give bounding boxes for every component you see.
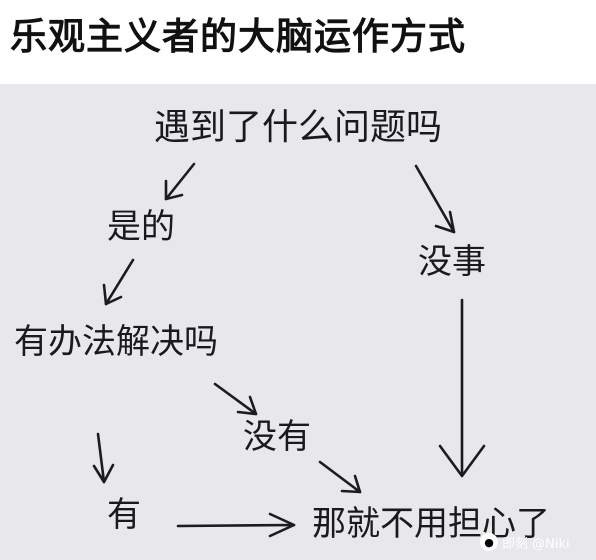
node-question: 遇到了什么问题吗 xyxy=(154,107,443,148)
arrow-have-way-to-no-worry xyxy=(176,512,296,538)
node-no-way: 没有 xyxy=(243,417,311,457)
jike-logo-icon: ● xyxy=(480,533,498,551)
arrow-question-to-yes xyxy=(164,162,196,201)
node-no-problem: 没事 xyxy=(418,242,486,282)
watermark: ● 即刻 @Niki xyxy=(480,530,570,554)
watermark-text: 即刻 @Niki xyxy=(502,536,570,552)
arrow-yes-to-can-solve xyxy=(102,258,135,306)
flowchart-panel xyxy=(0,84,596,560)
title-bar: 乐观主义者的大脑运作方式 xyxy=(0,0,596,84)
arrow-can-solve-to-have-way xyxy=(92,432,115,484)
node-can-solve: 有办法解决吗 xyxy=(14,322,218,362)
arrow-question-to-no-problem xyxy=(414,164,456,234)
page-title: 乐观主义者的大脑运作方式 xyxy=(10,15,466,58)
arrow-no-way-to-no-worry xyxy=(318,460,362,494)
node-yes: 是的 xyxy=(107,207,175,247)
arrow-no-problem-to-no-worry xyxy=(438,298,486,478)
arrow-can-solve-to-no-way xyxy=(213,382,258,416)
node-no-worry: 那就不用担心了 xyxy=(312,504,550,544)
node-have-way: 有 xyxy=(107,495,141,535)
